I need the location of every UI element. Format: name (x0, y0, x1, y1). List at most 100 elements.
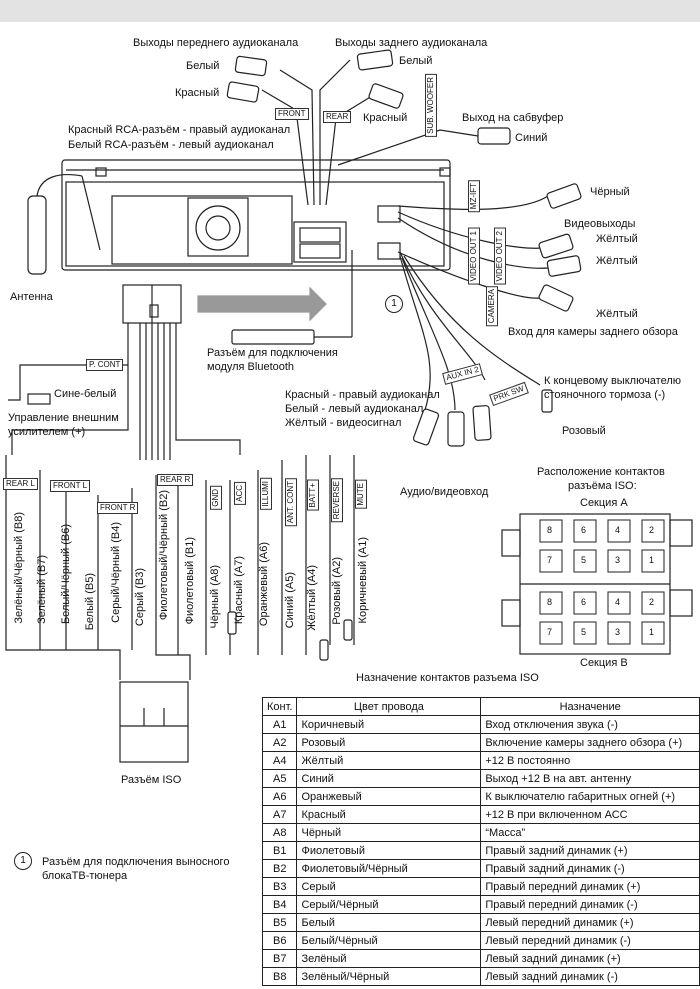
tag-ant-cont: ANT. CONT (285, 478, 297, 527)
cell-purpose: Левый задний динамик (+) (480, 949, 700, 968)
blue-label: Синий (515, 132, 548, 144)
rca-white-label: Белый RCA-разъём - левый аудиоканал (68, 139, 274, 151)
cell-wire-color: Белый/Чёрный (296, 931, 482, 950)
wire-label: Оранжевый (А6) (258, 542, 270, 627)
tag-mz-ift: MZ-IFT (468, 180, 480, 213)
cell-contact: В6 (261, 931, 298, 950)
section-b-label: Секция В (580, 657, 628, 669)
iso-bottom-connector (119, 681, 189, 763)
cell-wire-color: Синий (296, 769, 482, 788)
wire-label: Коричневый (А1) (357, 537, 369, 624)
av-white-label: Белый - левый аудиоканал (285, 403, 424, 415)
wire-label: Фиолетовый (В1) (184, 537, 196, 625)
pin-a-3: 3 (615, 555, 621, 565)
cell-purpose: Правый передний динамик (-) (480, 895, 700, 914)
bluetooth-label-2: модуля Bluetooth (207, 361, 295, 373)
cell-purpose: +12 В при включенном АСС (480, 805, 700, 824)
cell-purpose: К выключателю габаритных огней (+) (480, 787, 700, 806)
yellow-label-3: Жёлтый (596, 308, 638, 320)
pin-b-5: 5 (581, 627, 587, 637)
pin-a-7: 7 (547, 555, 553, 565)
rca-red-label: Красный RCA-разъём - правый аудиоканал (68, 124, 291, 136)
wire-label: Белый/Чёрный (В6) (60, 524, 72, 625)
cell-wire-color: Зелёный/Чёрный (296, 967, 482, 986)
amp-control-label-1: Управление внешним (8, 412, 119, 424)
parking-label-2: стояночного тормоза (-) (544, 389, 666, 401)
wire-label: Синий (А5) (284, 572, 296, 629)
cell-contact: А6 (261, 787, 298, 806)
cell-purpose: Правый передний динамик (+) (480, 877, 700, 896)
header-wire-color: Цвет провода (296, 697, 482, 716)
iso-connector-label: Разъём ISO (121, 774, 182, 786)
cell-contact: В1 (261, 841, 298, 860)
av-yellow-label: Жёлтый - видеосигнал (285, 417, 402, 429)
cell-contact: В3 (261, 877, 298, 896)
top-bar (0, 0, 700, 22)
cell-purpose: Правый задний динамик (-) (480, 859, 700, 878)
parking-label-1: К концевому выключателю (544, 375, 682, 387)
bluetooth-label-1: Разъём для подключения (207, 347, 338, 359)
header-contact: Конт. (261, 697, 298, 716)
cell-contact: А1 (261, 715, 298, 734)
cell-wire-color: Фиолетовый (296, 841, 482, 860)
header-purpose: Назначение (480, 697, 700, 716)
wire-label: Зелёный/Чёрный (В8) (13, 512, 25, 624)
pin-b-7: 7 (547, 627, 553, 637)
wire-label: Серый (В3) (134, 568, 146, 627)
rear-outputs-label: Выходы заднего аудиоканала (335, 37, 488, 49)
tag-reverse: REVERSE (331, 478, 343, 523)
tag-rear-l: REAR L (3, 478, 38, 490)
cell-contact: А8 (261, 823, 298, 842)
tag-front-r: FRONT R (97, 502, 139, 514)
tag-acc: ACC (234, 482, 246, 505)
pin-a-1: 1 (649, 555, 655, 565)
iso-layout-title-1: Расположение контактов (537, 466, 665, 478)
cell-purpose: +12 В постоянно (480, 751, 700, 770)
pin-b-3: 3 (615, 627, 621, 637)
video-outputs-label: Видеовыходы (564, 218, 636, 230)
section-a-label: Секция А (580, 497, 628, 509)
wire-label: Фиолетовый/Чёрный (В2) (158, 490, 170, 621)
tag-gnd: GND (210, 486, 222, 510)
tag-rear-r: REAR R (157, 474, 194, 486)
wire-label: Красный (А7) (233, 556, 245, 625)
sub-out-label: Выход на сабвуфер (462, 112, 564, 124)
cell-purpose: Выход +12 В на авт. антенну (480, 769, 700, 788)
cell-contact: В5 (261, 913, 298, 932)
red-label-1: Красный (175, 87, 220, 99)
pin-b-8: 8 (547, 597, 553, 607)
sine-white-label: Сине-белый (54, 388, 117, 400)
iso-layout-title-2: разъёма ISO: (568, 480, 637, 492)
pin-a-4: 4 (615, 525, 621, 535)
cell-wire-color: Коричневый (296, 715, 482, 734)
wire-label: Жёлтый (А4) (306, 565, 318, 631)
cell-purpose: Включение камеры заднего обзора (+) (480, 733, 700, 752)
cell-purpose: Левый передний динамик (-) (480, 931, 700, 950)
pin-a-2: 2 (649, 525, 655, 535)
bluetooth-plug (231, 329, 315, 345)
front-outputs-label: Выходы переднего аудиоканала (133, 37, 299, 49)
wire-label: Белый (В5) (84, 573, 96, 631)
cell-wire-color: Зелёный (296, 949, 482, 968)
antenna-plug (27, 195, 47, 275)
white-label-1: Белый (186, 60, 220, 72)
yellow-label-2: Жёлтый (596, 255, 638, 267)
tag-front: FRONT (275, 108, 309, 120)
head-unit-body (61, 159, 451, 271)
cell-wire-color: Розовый (296, 733, 482, 752)
cell-wire-color: Фиолетовый/Чёрный (296, 859, 482, 878)
cell-contact: А4 (261, 751, 298, 770)
amp-control-label-2: усилителем (+) (8, 426, 86, 438)
